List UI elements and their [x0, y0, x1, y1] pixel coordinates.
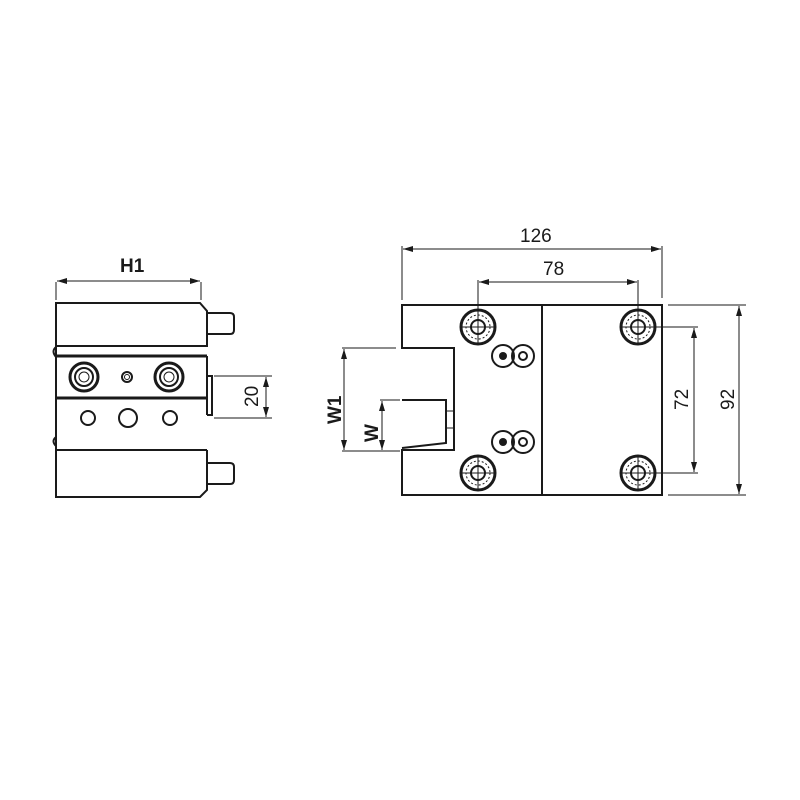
screw-icon	[68, 361, 100, 393]
hole-icon	[80, 410, 96, 426]
w1-label: W1	[325, 395, 346, 424]
adjust-screw-icon	[491, 430, 535, 454]
bolt-icon	[459, 308, 497, 346]
h1-label: H1	[120, 256, 145, 277]
hole-icon	[118, 408, 138, 428]
w-label: W	[362, 424, 383, 442]
small-hole-icon	[121, 371, 133, 383]
side-view: H1 20	[52, 256, 272, 498]
bolt-icon	[619, 454, 657, 492]
dim-92-label: 92	[718, 389, 739, 410]
dim-72-label: 72	[672, 389, 693, 410]
hole-icon	[162, 410, 178, 426]
bolt-icon	[459, 454, 497, 492]
dim-78-label: 78	[543, 259, 564, 280]
front-view: 126 78	[325, 226, 746, 496]
screw-icon	[153, 361, 185, 393]
bolt-icon	[619, 308, 657, 346]
dim-20-label: 20	[242, 386, 263, 407]
adjust-screw-icon	[491, 344, 535, 368]
dim-126-label: 126	[520, 226, 552, 247]
